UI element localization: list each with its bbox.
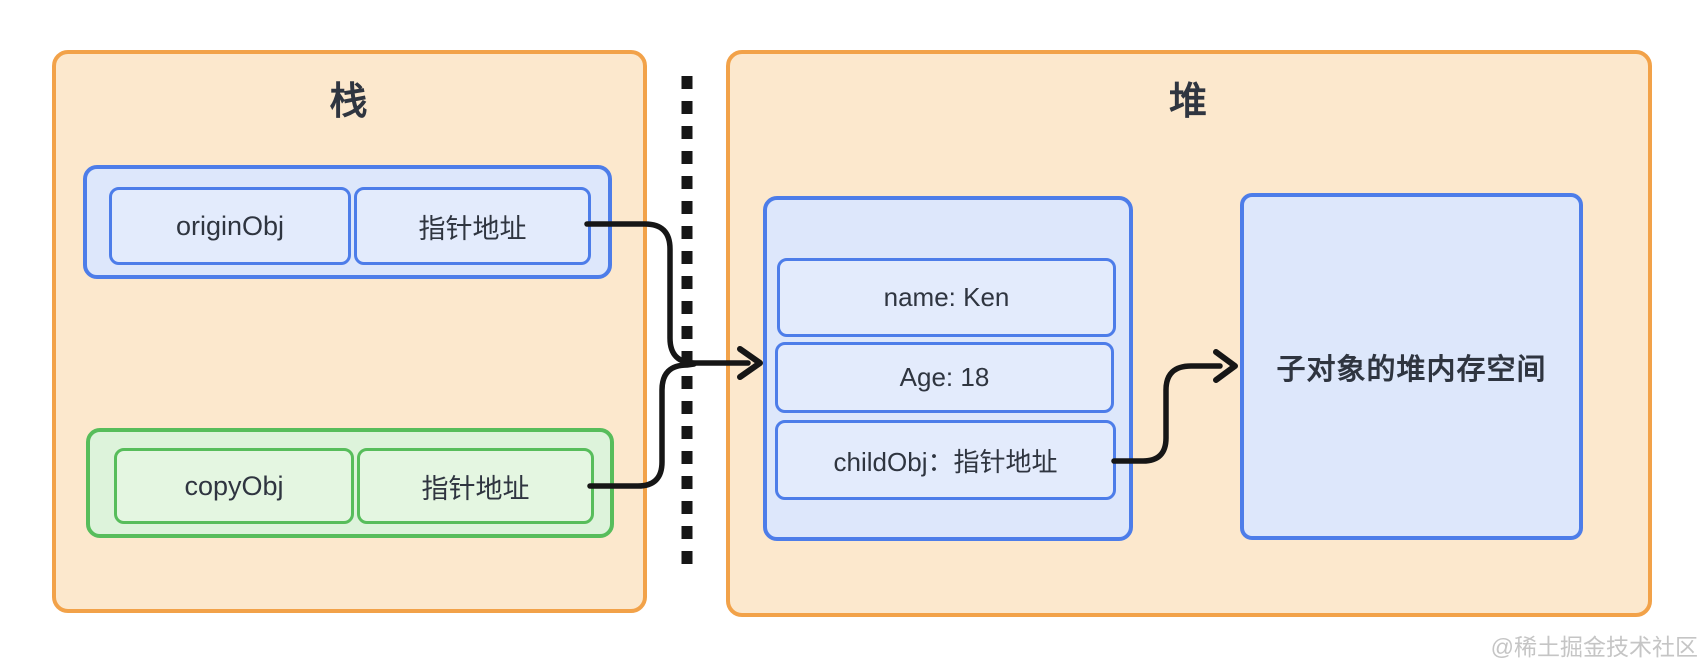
- heap-panel-title: 堆: [1168, 81, 1209, 123]
- heap-object-group: name: Ken Age: 18 childObj：指针地址: [763, 196, 1133, 541]
- stack-panel-title: 栈: [329, 81, 370, 123]
- origin-obj-row: originObj 指针地址: [83, 165, 612, 279]
- heap-field-name: name: Ken: [777, 258, 1116, 337]
- origin-obj-pointer-cell: 指针地址: [354, 187, 591, 265]
- copy-obj-pointer-cell: 指针地址: [357, 448, 594, 524]
- watermark: @稀土掘金技术社区: [1490, 634, 1698, 660]
- heap-field-age: Age: 18: [775, 342, 1114, 413]
- copy-obj-name-cell: copyObj: [114, 448, 354, 524]
- copy-obj-row: copyObj 指针地址: [86, 428, 614, 538]
- heap-field-childobj: childObj：指针地址: [775, 420, 1116, 500]
- child-object-heap-box: 子对象的堆内存空间: [1240, 193, 1583, 540]
- origin-obj-name-cell: originObj: [109, 187, 351, 265]
